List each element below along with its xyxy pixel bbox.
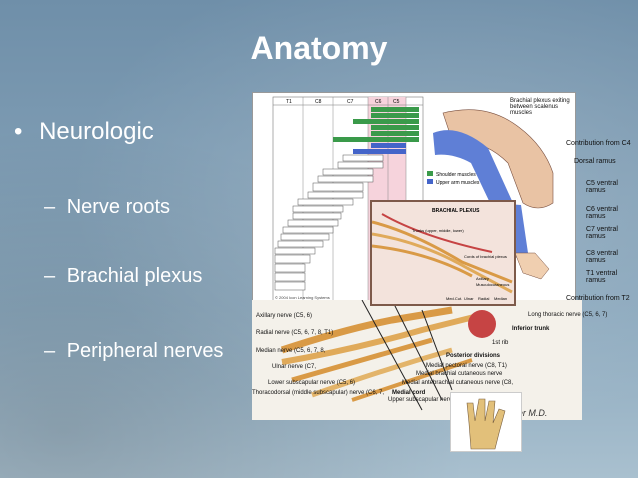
legend-label: Shoulder muscles: [436, 172, 476, 178]
label-lower-subscapular: Lower subscapular nerve (C5, 6): [268, 380, 356, 386]
bullet-marker: –: [44, 196, 56, 218]
col-header: C5: [393, 99, 400, 105]
label-dorsal-ramus: Dorsal ramus: [574, 158, 616, 165]
label-medial-pectoral: Medial pectoral nerve (C8, T1): [426, 363, 507, 369]
label-posterior-divisions: Posterior divisions: [446, 353, 501, 359]
col-header: C7: [347, 99, 354, 105]
inset-label-radial: Radial: [478, 296, 489, 301]
label-c4: Contribution from C4: [566, 140, 631, 147]
label-ulnar: Ulnar nerve (C7,: [272, 364, 317, 370]
chart-copyright: © 2004 Icon Learning Systems: [275, 295, 330, 300]
plexus-figure: F. Netter M.D.: [252, 299, 582, 420]
label-median: Median nerve (C5, 6, 7, 8,: [256, 348, 326, 354]
artery-shape: [468, 310, 496, 338]
inset-label-ulnar: Ulnar: [464, 296, 474, 301]
bullet-text: Peripheral nerves: [66, 340, 224, 362]
upper-arm-shape: [433, 130, 513, 209]
label-brachial-plexus-exit: Brachial plexus exiting between scalenus…: [510, 98, 570, 116]
slide-title: Anatomy: [250, 30, 388, 66]
col-header: C8: [315, 99, 322, 105]
inset-figure: BRACHIAL PLEXUS Trunks (upper, middle, l…: [370, 200, 516, 306]
label-radial: Radial nerve (C5, 6, 7, 8, T1): [256, 330, 334, 336]
bullet-nerve-roots: – Nerve roots: [44, 196, 170, 219]
inset-label-axillary: Axillary: [476, 276, 489, 281]
bullet-peripheral-nerves: – Peripheral nerves: [44, 340, 223, 363]
hand-diagram: [466, 398, 506, 450]
bullet-text: Neurologic: [39, 118, 154, 145]
legend-label: Upper arm muscles: [436, 180, 480, 186]
bullet-text: Nerve roots: [66, 196, 171, 218]
bullet-marker: –: [44, 265, 56, 287]
label-inferior-trunk: Inferior trunk: [512, 326, 550, 332]
label-long-thoracic: Long thoracic nerve (C5, 6, 7): [528, 312, 608, 318]
inset-label-median: Median: [494, 296, 507, 301]
label-medial-antebrachial: Medial antebrachial cutaneous nerve (C8,: [402, 380, 514, 386]
inset-label-trunks: Trunks (upper, middle, lower): [412, 228, 464, 233]
label-medial-cord: Medial cord: [392, 390, 426, 396]
shoulder-shape: [442, 109, 554, 209]
label-c7: C7 ventral ramus: [586, 226, 618, 240]
label-thoracodorsal: Thoracodorsal (middle subscapular) nerve…: [252, 390, 385, 396]
plexus-diagram: F. Netter M.D.: [280, 299, 547, 418]
legend-swatch-upper-arm: [427, 179, 433, 184]
legend-swatch-shoulder: [427, 171, 433, 176]
label-c8: C8 ventral ramus: [586, 250, 618, 264]
label-c6: C6 ventral ramus: [586, 206, 618, 220]
bullet-marker: –: [44, 340, 56, 362]
col-header: T1: [286, 99, 292, 105]
label-medial-brachial: Medial brachial cutaneous nerve: [416, 371, 503, 377]
label-t2: Contribution from T2: [566, 295, 630, 302]
inset-label-musculocutaneous: Musculocutaneous: [476, 282, 509, 287]
inset-diagram: BRACHIAL PLEXUS Trunks (upper, middle, l…: [371, 208, 513, 301]
inset-label-cords: Cords of brachial plexus: [464, 254, 507, 259]
bullet-marker: •: [14, 118, 23, 145]
inset-label-medcut: Med.Cut.: [446, 296, 462, 301]
col-header: C6: [375, 99, 382, 105]
label-first-rib: 1st rib: [492, 340, 509, 346]
label-c5: C5 ventral ramus: [586, 180, 618, 194]
bullet-brachial-plexus: – Brachial plexus: [44, 265, 202, 288]
bullet-neurologic: • Neurologic: [14, 118, 154, 146]
bullet-text: Brachial plexus: [66, 265, 203, 287]
hand-figure: [450, 392, 522, 452]
inset-title: BRACHIAL PLEXUS: [432, 208, 480, 214]
label-t1: T1 ventral ramus: [586, 270, 618, 284]
hand-shape: [514, 252, 550, 280]
label-upper-subscapular: Upper subscapular nerve (C5, 6): [388, 397, 476, 403]
label-axillary: Axillary nerve (C5, 6): [256, 313, 313, 319]
